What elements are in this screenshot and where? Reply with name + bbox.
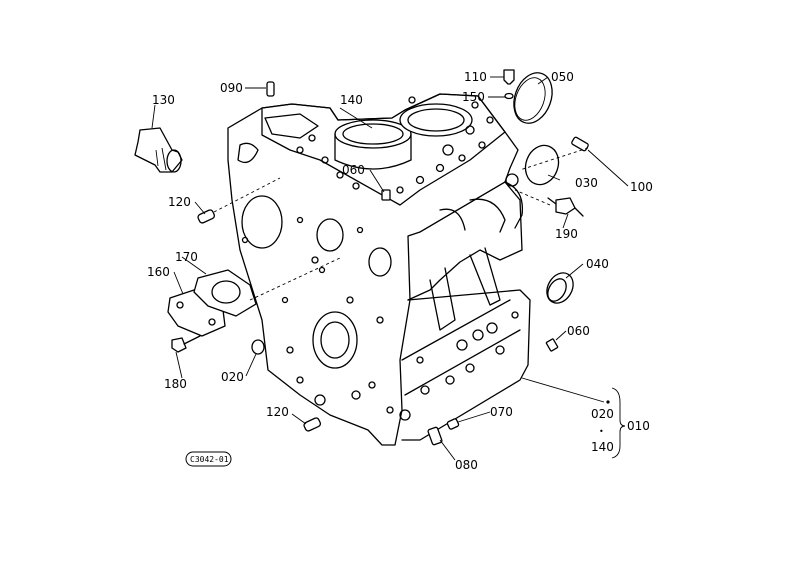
part-030-plug — [524, 144, 560, 186]
callout-040: 040 — [586, 257, 609, 271]
callout-030: 030 — [575, 176, 598, 190]
drawing-code: C3042-01 — [190, 455, 229, 464]
part-110-plug — [503, 69, 515, 100]
part-120-pin-b — [303, 417, 322, 432]
callout-140-top: 140 — [340, 93, 363, 107]
part-190-sensor — [547, 197, 584, 217]
callout-labels: 130 090 140 060 110 150 050 030 100 190 … — [147, 70, 653, 472]
callout-130: 130 — [152, 93, 175, 107]
callout-050: 050 — [551, 70, 574, 84]
callout-range-separator: • — [599, 427, 604, 436]
part-170-gasket — [193, 269, 257, 317]
callout-180: 180 — [164, 377, 187, 391]
crankcase-block — [227, 93, 531, 446]
callout-100: 100 — [630, 180, 653, 194]
callout-090: 090 — [220, 81, 243, 95]
part-040-seal — [546, 272, 574, 304]
callout-060-top: 060 — [342, 163, 365, 177]
callout-020-range-start: 020 — [591, 407, 614, 421]
callout-070: 070 — [490, 405, 513, 419]
part-090-pin — [266, 81, 275, 97]
part-180-bolt — [171, 335, 201, 353]
callout-190: 190 — [555, 227, 578, 241]
callout-160: 160 — [147, 265, 170, 279]
callout-120-lower: 120 — [266, 405, 289, 419]
callout-020-left: 020 — [221, 370, 244, 384]
part-070-bolt — [446, 418, 460, 430]
callout-140-range-end: 140 — [591, 440, 614, 454]
callout-060-right: 060 — [567, 324, 590, 338]
callout-120-upper: 120 — [168, 195, 191, 209]
leader-lines — [151, 76, 629, 461]
part-100-pin — [571, 136, 589, 152]
callout-080: 080 — [455, 458, 478, 472]
drawing-code-stamp: C3042-01 — [185, 451, 232, 467]
part-050-plug — [513, 72, 553, 124]
callout-170: 170 — [175, 250, 198, 264]
part-080-stud — [427, 426, 443, 446]
part-060-plug-b — [545, 338, 559, 352]
callout-010: 010 — [627, 419, 650, 433]
callout-110: 110 — [464, 70, 487, 84]
part-120-pin-a — [197, 209, 216, 224]
part-130-tube — [134, 127, 183, 173]
part-020-ring — [251, 339, 265, 355]
callout-150: 150 — [462, 90, 485, 104]
part-060-plug-a — [381, 189, 391, 201]
